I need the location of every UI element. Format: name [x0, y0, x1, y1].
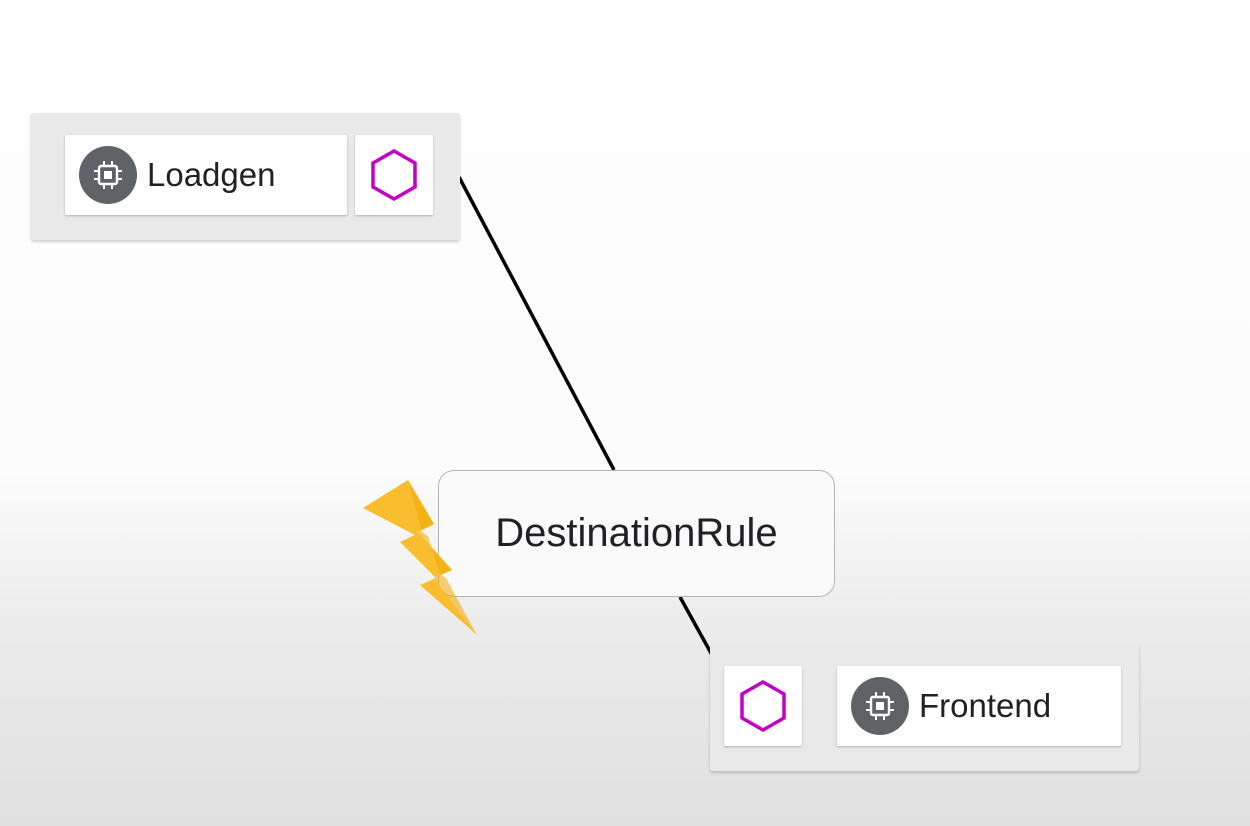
chip-icon — [851, 677, 909, 735]
frontend-node[interactable]: Frontend — [710, 644, 1139, 771]
loadgen-label: Loadgen — [147, 156, 276, 193]
frontend-service-card[interactable]: Frontend — [837, 666, 1121, 746]
chip-icon — [79, 146, 137, 204]
frontend-label: Frontend — [919, 687, 1052, 724]
loadgen-proxy-card[interactable] — [355, 135, 433, 215]
destination-rule-box[interactable]: DestinationRule — [438, 470, 835, 597]
destination-rule-label: DestinationRule — [495, 511, 778, 555]
frontend-proxy-card[interactable] — [724, 666, 802, 746]
loadgen-node[interactable]: Loadgen — [31, 113, 460, 240]
loadgen-service-card[interactable]: Loadgen — [65, 135, 347, 215]
hexagon-icon — [371, 148, 417, 202]
hexagon-icon — [740, 679, 786, 733]
edge-line-upper — [457, 176, 616, 471]
